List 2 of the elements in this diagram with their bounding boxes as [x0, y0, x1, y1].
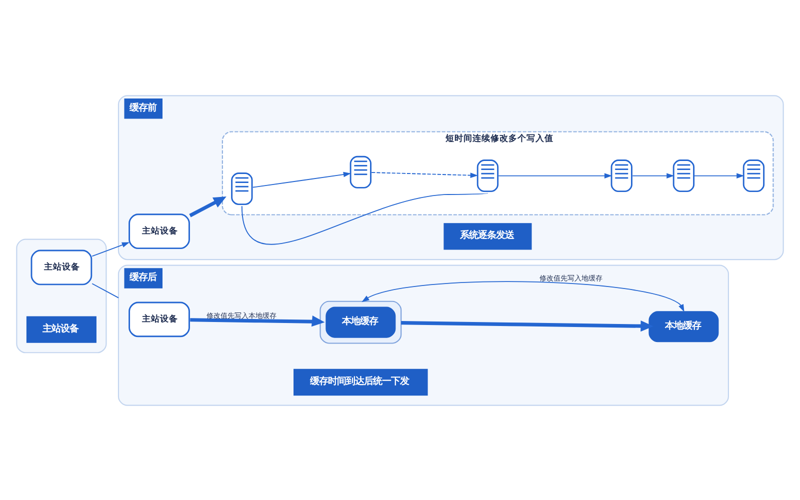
- edge-label: 修改值先写入地缓存: [539, 272, 602, 282]
- edge-label: 修改值先写入本地缓存: [206, 310, 277, 320]
